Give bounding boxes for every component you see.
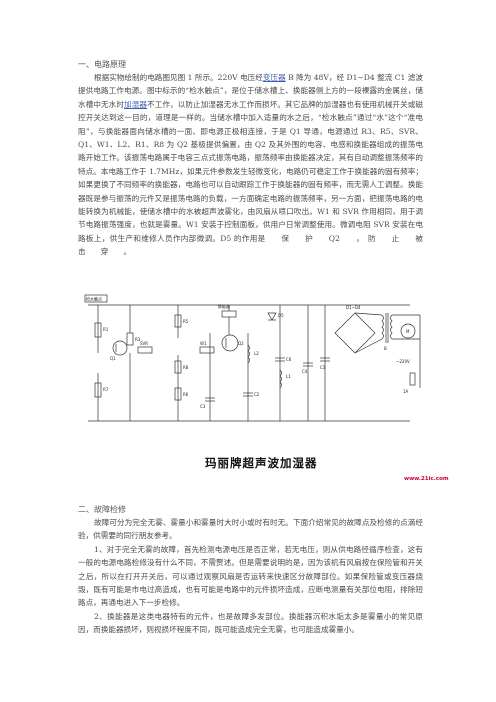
section-heading-troubleshooting: 二、故障检修 <box>78 505 126 514</box>
link-transformer[interactable]: 变压器 <box>262 73 286 82</box>
transducer-label: 换能器 <box>218 303 230 309</box>
r7-label: R7 <box>103 387 109 392</box>
c3-label: C3 <box>200 404 206 409</box>
mains-label: ~220V <box>396 359 410 364</box>
d5-label: D5 <box>278 313 284 318</box>
c1-label: C1 <box>320 365 326 370</box>
l1-label: L1 <box>286 374 291 379</box>
w1-label: W1 <box>200 341 207 346</box>
fuse-label: 1A <box>403 389 409 394</box>
motor-label: M <box>406 329 410 334</box>
c4-label: C4 <box>302 369 308 374</box>
section-heading-circuit: 一、电路原理 <box>78 60 126 69</box>
q1-label: Q1 <box>110 356 116 361</box>
circuit-diagram: 检水触点 R1 R7 Q1 R3 SVR R5 R8 R6 W1 换能器 Q2 … <box>84 294 421 422</box>
sensor-label: 检水触点 <box>86 296 102 302</box>
bridge-label: D1~D4 <box>346 305 361 310</box>
r8-label: R8 <box>183 365 189 370</box>
svr-label: SVR <box>140 341 148 346</box>
r3-label: R3 <box>135 337 141 342</box>
c6-label: C6 <box>286 357 292 362</box>
troubleshooting-paragraphs: 故障可分为完全无雾、雾量小和雾量时大时小或时有时无。下面介绍常见的故障点及检修的… <box>78 518 423 635</box>
l2-label: L2 <box>254 351 259 356</box>
link-humidifier[interactable]: 加湿器 <box>124 99 148 109</box>
c2-label: C2 <box>254 392 260 397</box>
q2-label: Q2 <box>238 341 244 346</box>
transformer-label: B <box>384 346 387 351</box>
r1-label: R1 <box>103 327 109 332</box>
r6-label: R6 <box>183 392 189 397</box>
circuit-principle-paragraph: 根据实物绘制的电路图见图 1 所示。220V 电压经变压器 B 降为 48V，经… <box>78 73 439 257</box>
watermark: www.21ic.com <box>404 476 449 482</box>
r5-label: R5 <box>183 319 189 324</box>
diagram-caption: 玛丽牌超声波加湿器 <box>205 456 318 470</box>
